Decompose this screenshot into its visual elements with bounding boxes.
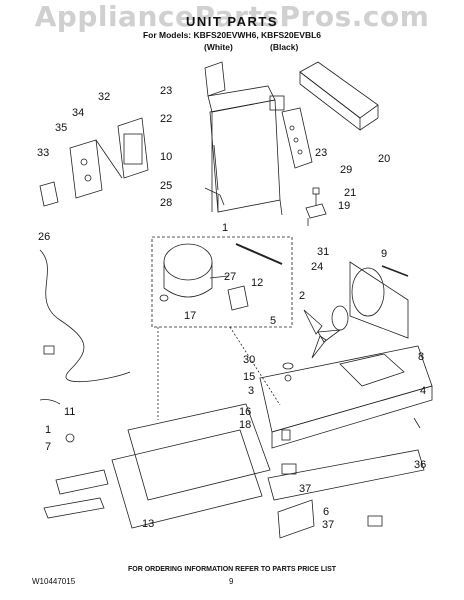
fan-shroud-31 bbox=[349, 261, 409, 339]
clip-25 bbox=[204, 187, 225, 206]
condenser-bracket-23 bbox=[204, 61, 276, 212]
connector bbox=[43, 345, 55, 355]
callout-5: 5 bbox=[270, 315, 276, 327]
callout-37-upper: 37 bbox=[299, 483, 311, 495]
callout-16: 16 bbox=[239, 406, 251, 418]
callout-23-right: 23 bbox=[315, 147, 327, 159]
tube-27 bbox=[235, 243, 283, 265]
callout-8: 8 bbox=[418, 351, 424, 363]
callout-32: 32 bbox=[98, 91, 110, 103]
document-number: W10447015 bbox=[32, 577, 76, 586]
grommet-30 bbox=[282, 362, 294, 370]
callout-29: 29 bbox=[340, 164, 352, 176]
callout-18: 18 bbox=[239, 419, 251, 431]
callout-23: 23 bbox=[160, 85, 172, 97]
relay-12 bbox=[227, 285, 249, 311]
control-board-cover-32 bbox=[117, 117, 149, 179]
callout-4: 4 bbox=[420, 385, 426, 397]
callout-35: 35 bbox=[55, 122, 67, 134]
callout-2: 2 bbox=[299, 290, 305, 302]
fan-blade-2 bbox=[303, 309, 342, 359]
foot-16 bbox=[281, 429, 291, 441]
screw-9 bbox=[381, 265, 409, 277]
models-line: For Models: KBFS20EVWH6, KBFS20EVBL6 bbox=[142, 30, 322, 40]
callout-11: 11 bbox=[64, 406, 75, 418]
control-board-35 bbox=[69, 139, 103, 199]
screw-4 bbox=[413, 417, 421, 429]
callout-27: 27 bbox=[224, 271, 236, 283]
callout-10: 10 bbox=[160, 151, 172, 163]
callout-37-lower: 37 bbox=[322, 519, 334, 531]
callout-21: 21 bbox=[344, 187, 356, 199]
wire-11 bbox=[39, 399, 61, 405]
callout-9: 9 bbox=[381, 248, 387, 260]
callout-1-upper: 1 bbox=[222, 222, 228, 234]
color-white-label: (White) bbox=[204, 42, 233, 52]
callout-25: 25 bbox=[160, 180, 172, 192]
spacer-15 bbox=[284, 374, 292, 382]
callout-6: 6 bbox=[323, 506, 329, 518]
page-number: 9 bbox=[229, 577, 234, 586]
deflector-6 bbox=[277, 499, 315, 539]
compressor bbox=[159, 243, 229, 302]
clip-19 bbox=[305, 203, 327, 226]
color-black-label: (Black) bbox=[270, 42, 299, 52]
callout-20: 20 bbox=[378, 153, 390, 165]
bracket-8 bbox=[339, 353, 405, 387]
harness-26 bbox=[39, 249, 131, 383]
callout-28: 28 bbox=[160, 197, 172, 209]
screw-21 bbox=[312, 187, 320, 206]
callout-1-lower: 1 bbox=[45, 424, 51, 436]
rod-34 bbox=[95, 139, 123, 179]
top-bracket-20 bbox=[299, 61, 379, 131]
condenser-coil-22 bbox=[209, 95, 285, 216]
callout-34: 34 bbox=[72, 107, 84, 119]
callout-15: 15 bbox=[243, 371, 255, 383]
fan-motor-24 bbox=[331, 305, 349, 331]
watermark: AppliancePartsPros.com bbox=[34, 0, 430, 33]
callout-17: 17 bbox=[184, 310, 196, 322]
side-support-23-29 bbox=[281, 107, 313, 169]
callout-30: 30 bbox=[243, 354, 255, 366]
callout-13: 13 bbox=[142, 518, 154, 530]
callout-12: 12 bbox=[251, 277, 263, 289]
callout-26: 26 bbox=[38, 231, 50, 243]
condenser-coil-18 bbox=[111, 403, 271, 529]
foot-37a bbox=[281, 463, 297, 475]
base-pan-3 bbox=[259, 345, 433, 449]
callout-31: 31 bbox=[317, 246, 329, 258]
foot-37b bbox=[367, 515, 383, 527]
tray-36 bbox=[267, 449, 425, 501]
terminal-block-7 bbox=[43, 433, 109, 519]
compressor-box-28 bbox=[151, 236, 293, 328]
callout-22: 22 bbox=[160, 113, 172, 125]
callout-3: 3 bbox=[248, 385, 254, 397]
callout-33: 33 bbox=[37, 147, 49, 159]
tube-10 bbox=[213, 144, 219, 191]
callout-36: 36 bbox=[414, 459, 426, 471]
page-title: UNIT PARTS bbox=[185, 14, 279, 29]
callout-7: 7 bbox=[45, 441, 51, 453]
callout-24: 24 bbox=[311, 261, 323, 273]
ordering-note: FOR ORDERING INFORMATION REFER TO PARTS … bbox=[127, 566, 337, 573]
callout-19: 19 bbox=[338, 200, 350, 212]
cover-33 bbox=[39, 181, 59, 207]
